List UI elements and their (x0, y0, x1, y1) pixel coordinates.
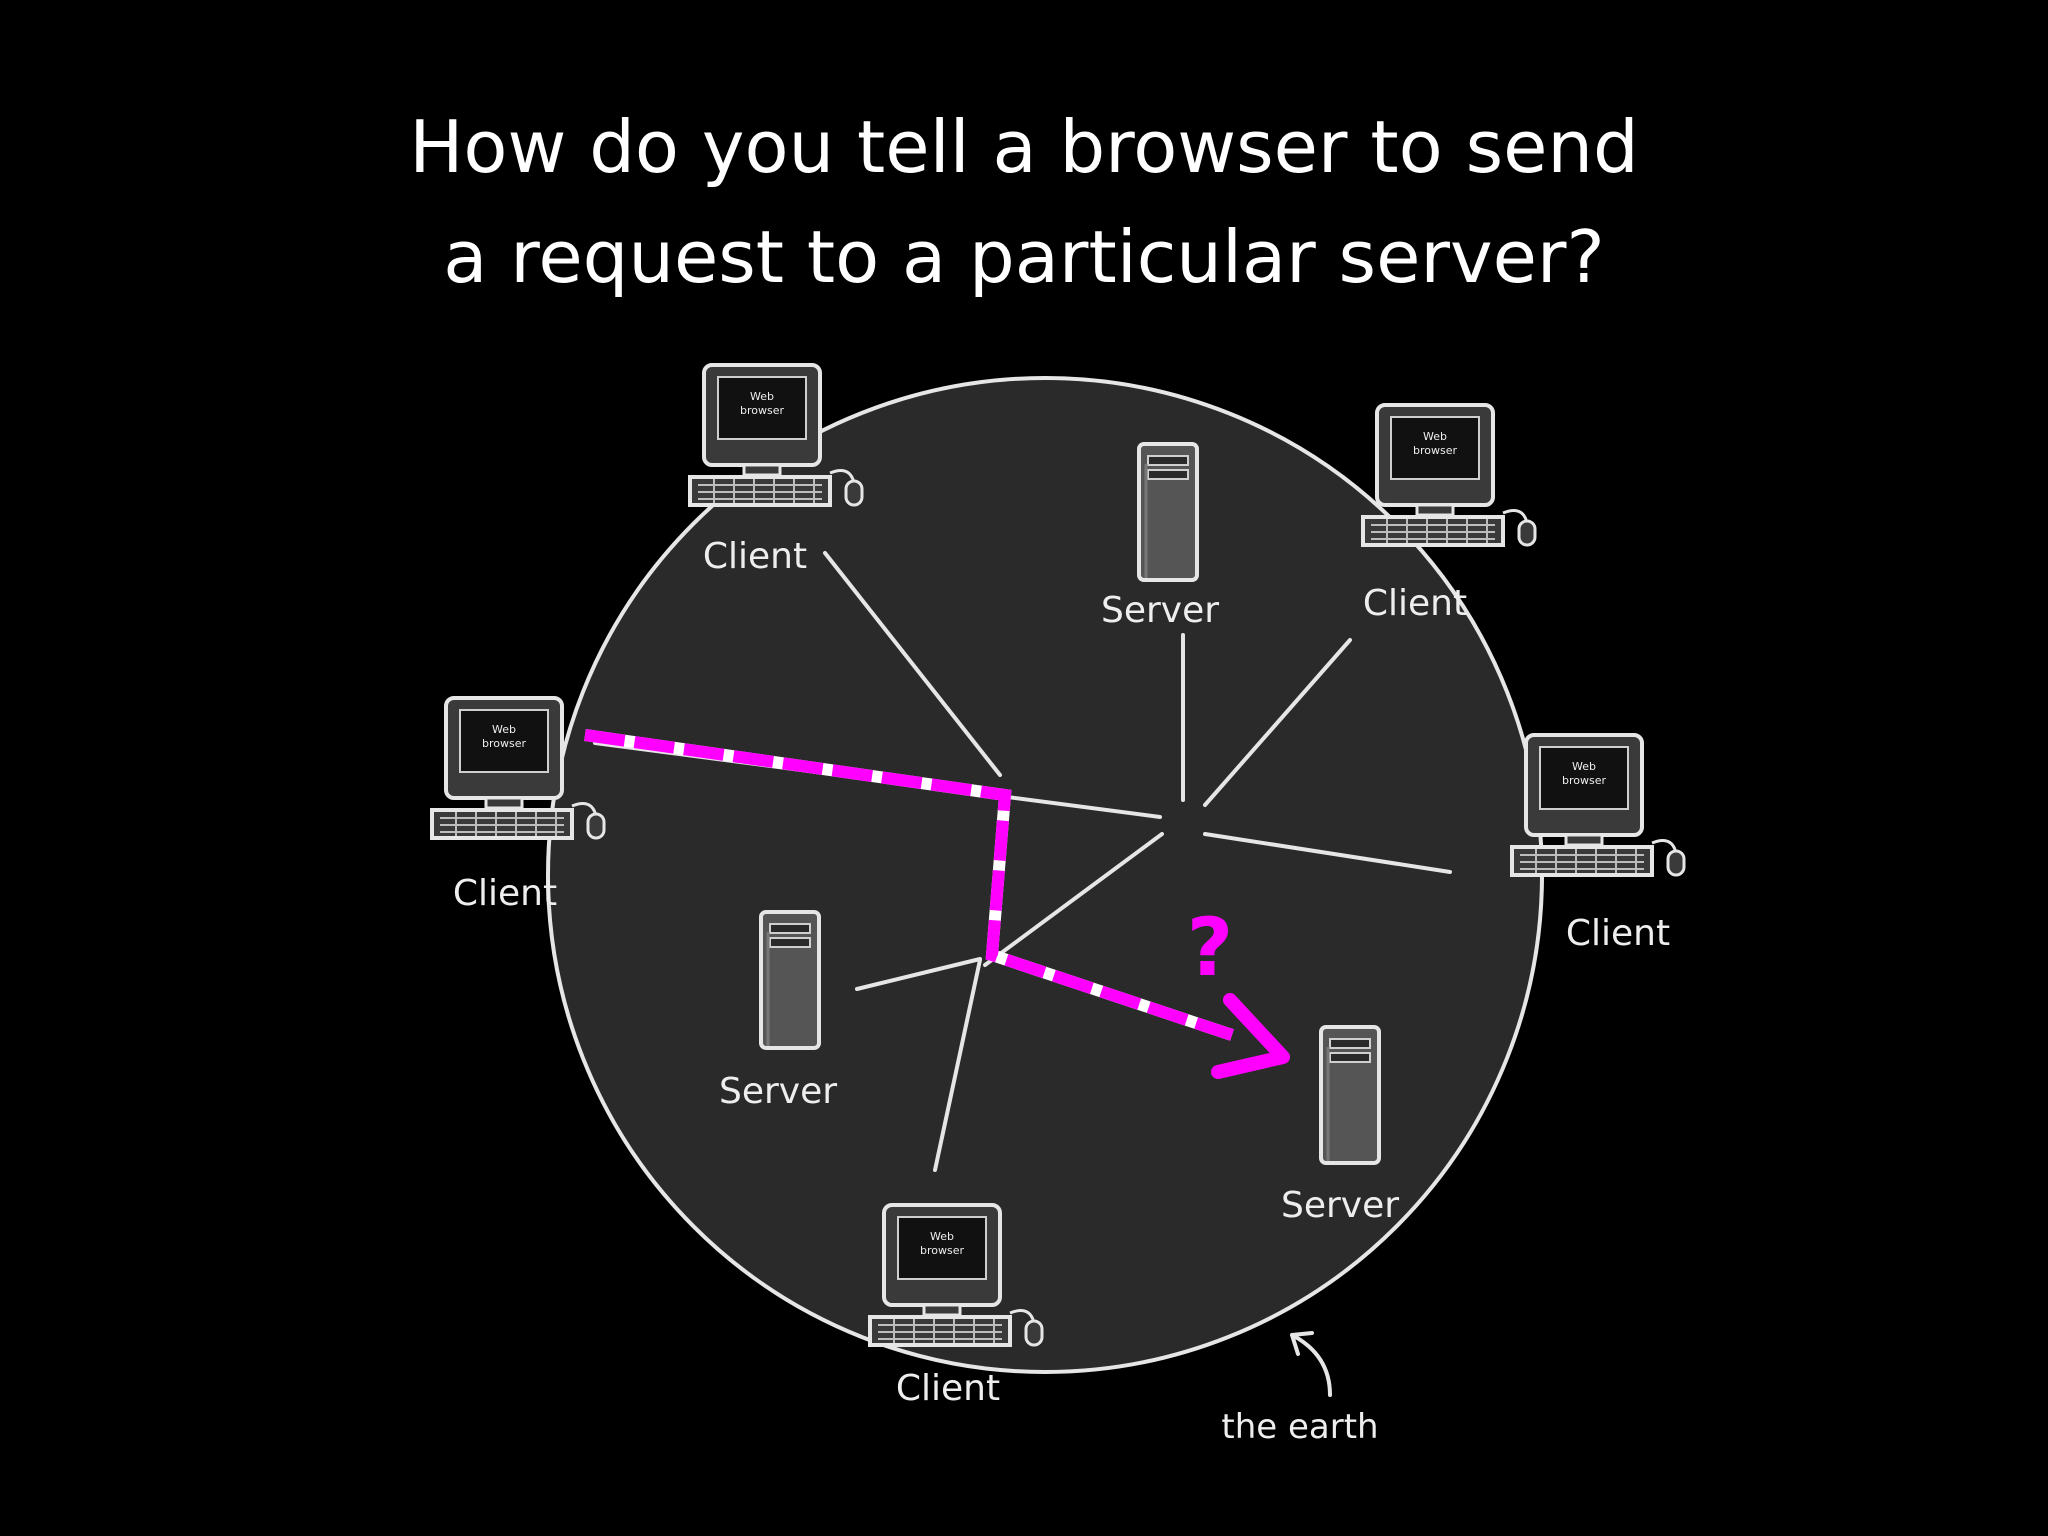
server-destination: Server (1281, 1025, 1399, 1226)
question-mark: ? (1187, 901, 1233, 994)
request-path (584, 729, 1290, 1079)
client-label: Client (1566, 913, 1670, 954)
earth-arrow-icon (1290, 1331, 1332, 1397)
client-label: Client (703, 536, 807, 577)
client-screen-label-1: Web (1423, 430, 1447, 443)
client-screen-label-2: browser (1562, 774, 1606, 787)
client-computer-top-right: Web browser Client (1361, 403, 1537, 624)
client-screen-label-2: browser (920, 1244, 964, 1257)
server-label: Server (1281, 1185, 1399, 1226)
client-computer-top-left: Web browser Client (688, 363, 864, 577)
client-label: Client (453, 873, 557, 914)
earth-annotation: the earth (1221, 1331, 1379, 1447)
client-screen-label-1: Web (750, 390, 774, 403)
client-label: Client (896, 1368, 1000, 1409)
server-label: Server (1101, 590, 1219, 631)
client-computer-bottom: Web browser Client (868, 1203, 1044, 1409)
client-label: Client (1363, 583, 1467, 624)
client-screen-label-2: browser (482, 737, 526, 750)
earth-label: the earth (1221, 1407, 1378, 1447)
server-label: Server (719, 1071, 837, 1112)
client-screen-label-1: Web (930, 1230, 954, 1243)
server-lower-left: Server (719, 910, 837, 1112)
client-computer-left: Web browser Client (430, 696, 606, 914)
client-screen-label-2: browser (1413, 444, 1457, 457)
title-line-1: How do you tell a browser to send (409, 105, 1639, 189)
client-computer-right: Web browser Client (1510, 733, 1686, 954)
client-screen-label-1: Web (492, 723, 516, 736)
request-arrowhead (1211, 993, 1290, 1079)
title-line-2: a request to a particular server? (443, 215, 1605, 299)
server-top: Server (1101, 442, 1219, 631)
client-screen-label-2: browser (740, 404, 784, 417)
client-screen-label-1: Web (1572, 760, 1596, 773)
slide-title: How do you tell a browser to send a requ… (0, 92, 2048, 312)
